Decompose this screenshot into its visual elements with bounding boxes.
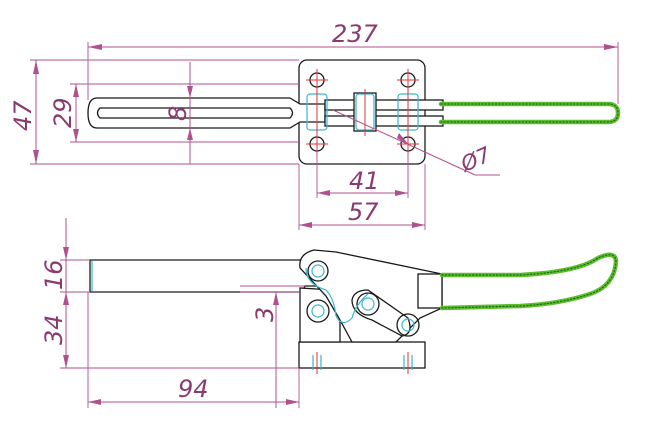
pivot: [306, 299, 330, 323]
side-handle-grip-texture: [441, 254, 617, 309]
pivot-pin: [311, 264, 325, 278]
dim-overall-height: 47: [9, 100, 37, 131]
bar-slot: [96, 107, 294, 119]
pin-center-marks: [316, 89, 409, 136]
top-dimensions: 237 47 29 8 Ø7 41: [9, 20, 619, 230]
dim-hole-diameter: Ø7: [456, 142, 495, 177]
hole-center-marks: [306, 69, 419, 155]
dim-slot-width: 8: [164, 106, 192, 121]
pivot-pin: [311, 304, 325, 318]
base-center-marks: [316, 352, 409, 374]
dim-hole-spacing: 41: [349, 167, 380, 195]
dim-slot-height: 29: [49, 97, 77, 128]
handle-stub: [417, 273, 443, 309]
dim-offset: 3: [251, 307, 279, 322]
pivot-link-trace: [305, 267, 369, 324]
pivot-pin: [361, 297, 375, 311]
slotted-bar: [87, 97, 326, 129]
pivot: [356, 292, 380, 316]
pivot-pin: [401, 318, 415, 332]
top-view: [87, 59, 621, 165]
dim-bar-height: 16: [40, 259, 68, 290]
dim-reach: 94: [178, 375, 209, 403]
dim-overall-length: 237: [332, 20, 379, 48]
side-base: [298, 341, 426, 369]
handle-grip-texture: [440, 103, 619, 123]
side-dimensions: 16 34 3 94: [40, 218, 305, 408]
dim-base-width: 57: [348, 198, 379, 226]
side-view: [89, 249, 619, 374]
clamp-arm: [89, 259, 333, 293]
handle-grip: [438, 101, 621, 125]
linkage: [324, 115, 444, 127]
pivot: [396, 313, 420, 337]
linkage: [324, 99, 444, 111]
pivot: [307, 260, 329, 282]
dim-pivot-height: 34: [40, 314, 68, 345]
